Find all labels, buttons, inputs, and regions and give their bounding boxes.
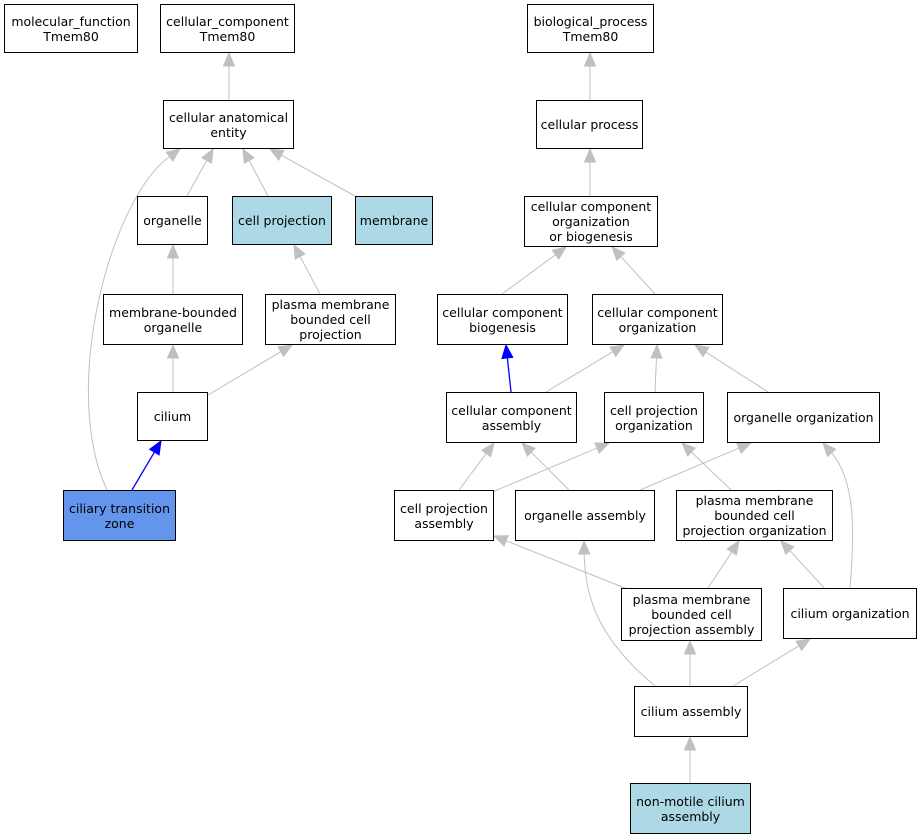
edge-organelle-to-cae bbox=[186, 160, 208, 197]
node-molecular-function[interactable]: molecular_function Tmem80 bbox=[4, 4, 138, 53]
edge-membrane-to-cae-arrowhead bbox=[268, 148, 285, 162]
edge-cpa-to-cpo-arrowhead bbox=[594, 442, 611, 454]
edge-ca-to-co-arrowhead bbox=[795, 638, 812, 652]
edge-cco-to-ccob bbox=[620, 256, 656, 295]
edge-cca-to-ccb bbox=[506, 357, 512, 393]
edge-pmbcp-to-cellproj bbox=[299, 256, 321, 295]
edge-oa-to-oo-arrowhead bbox=[736, 442, 753, 455]
node-cilium-assembly[interactable]: cilium assembly bbox=[634, 686, 748, 737]
edge-organelle-to-cae-arrowhead bbox=[200, 147, 214, 164]
edge-ccb-to-ccob-arrowhead bbox=[551, 246, 568, 261]
edge-oo-to-cco bbox=[705, 351, 769, 393]
edge-oa-to-cca bbox=[530, 451, 570, 491]
edge-cca-to-ccb-arrowhead bbox=[501, 343, 514, 360]
edge-cpo-to-cco bbox=[654, 357, 657, 393]
node-ciliary-transition-zone[interactable]: ciliary transition zone bbox=[63, 490, 176, 541]
edge-co-to-pmbcpo-arrowhead bbox=[780, 540, 795, 556]
edge-pmbcp-to-cellproj-arrowhead bbox=[293, 243, 306, 260]
edge-pmbcpo-to-cpo bbox=[691, 451, 732, 491]
edge-cae-to-cc_root-arrowhead bbox=[222, 51, 236, 67]
node-membrane-bounded-organelle[interactable]: membrane-bounded organelle bbox=[103, 294, 243, 345]
node-organelle-assembly[interactable]: organelle assembly bbox=[515, 490, 655, 541]
edge-cca-to-cco bbox=[545, 351, 614, 393]
edge-ccob-to-cproc-arrowhead bbox=[583, 147, 597, 163]
node-plasma-membrane-bounded-cell-projection-organization[interactable]: plasma membrane bounded cell projection … bbox=[676, 490, 833, 541]
edge-co-to-oo-arrowhead bbox=[822, 442, 837, 458]
node-organelle[interactable]: organelle bbox=[137, 196, 208, 245]
edge-ctz-to-cae-arrowhead bbox=[165, 148, 182, 163]
edge-oa-to-cca-arrowhead bbox=[521, 442, 536, 457]
node-membrane[interactable]: membrane bbox=[355, 196, 433, 245]
edge-ca-to-oa bbox=[583, 553, 656, 687]
edge-cilium-to-pmbcp bbox=[207, 351, 282, 396]
edge-pmbcpo-to-cpo-arrowhead bbox=[681, 442, 697, 457]
edge-pmbcpa-to-cpa-arrowhead bbox=[492, 535, 509, 547]
edge-cellproj-to-cae bbox=[248, 160, 269, 197]
edge-oo-to-cco-arrowhead bbox=[693, 344, 710, 358]
node-cilium-organization[interactable]: cilium organization bbox=[783, 588, 917, 639]
edge-cilium-to-pmbcp-arrowhead bbox=[277, 344, 294, 358]
edge-ccb-to-ccob bbox=[501, 254, 556, 295]
edge-ca-to-pmbcpa-arrowhead bbox=[683, 639, 697, 655]
node-cellular-component[interactable]: cellular_component Tmem80 bbox=[160, 4, 295, 53]
edge-cpa-to-cca bbox=[458, 453, 487, 491]
node-cellular-process[interactable]: cellular process bbox=[536, 100, 643, 149]
node-plasma-membrane-bounded-cell-projection[interactable]: plasma membrane bounded cell projection bbox=[265, 294, 396, 345]
edge-cpa-to-cca-arrowhead bbox=[480, 441, 495, 458]
node-cellular-component-assembly[interactable]: cellular component assembly bbox=[446, 392, 577, 443]
node-plasma-membrane-bounded-cell-projection-assembly[interactable]: plasma membrane bounded cell projection … bbox=[621, 588, 762, 641]
node-biological-process[interactable]: biological_process Tmem80 bbox=[527, 4, 654, 53]
edge-nmca-to-ca-arrowhead bbox=[683, 735, 697, 751]
edge-cpa-to-cpo bbox=[489, 447, 598, 494]
edge-pmbcpa-to-pmbcpo-arrowhead bbox=[726, 539, 740, 556]
node-cell-projection-assembly[interactable]: cell projection assembly bbox=[394, 490, 494, 541]
edge-cellproj-to-cae-arrowhead bbox=[242, 147, 255, 164]
node-cellular-component-organization-or-biogenesis[interactable]: cellular component organization or bioge… bbox=[524, 196, 658, 247]
node-cell-projection[interactable]: cell projection bbox=[232, 196, 332, 245]
node-non-motile-cilium-assembly[interactable]: non-motile cilium assembly bbox=[630, 783, 751, 834]
edge-pmbcpa-to-pmbcpo bbox=[707, 551, 733, 589]
edge-mbo-to-organelle-arrowhead bbox=[166, 243, 180, 259]
node-cilium[interactable]: cilium bbox=[137, 392, 208, 441]
edge-cca-to-cco-arrowhead bbox=[609, 344, 626, 358]
edge-ca-to-oa-arrowhead bbox=[577, 539, 591, 555]
edge-ca-to-co bbox=[732, 645, 800, 687]
node-cellular-anatomical-entity[interactable]: cellular anatomical entity bbox=[163, 100, 294, 149]
node-organelle-organization[interactable]: organelle organization bbox=[727, 392, 880, 443]
edge-ctz-to-cilium-arrowhead bbox=[148, 439, 162, 456]
node-cell-projection-organization[interactable]: cell projection organization bbox=[604, 392, 704, 443]
edge-cilium-to-mbo-arrowhead bbox=[166, 343, 180, 359]
edge-oa-to-oo bbox=[639, 447, 740, 491]
edge-co-to-pmbcpo bbox=[789, 550, 827, 591]
edge-pmbcpa-to-cpa bbox=[505, 540, 631, 591]
edge-cpo-to-cco-arrowhead bbox=[650, 343, 663, 359]
edge-cco-to-ccob-arrowhead bbox=[611, 246, 626, 262]
edge-ctz-to-cilium bbox=[131, 451, 155, 491]
edge-membrane-to-cae bbox=[281, 154, 356, 197]
node-cellular-component-biogenesis[interactable]: cellular component biogenesis bbox=[437, 294, 568, 345]
edge-cproc-to-bp_root-arrowhead bbox=[583, 51, 597, 67]
node-cellular-component-organization[interactable]: cellular component organization bbox=[592, 294, 723, 345]
edge-ctz-to-cae bbox=[88, 156, 170, 491]
edge-co-to-oo bbox=[831, 452, 854, 589]
